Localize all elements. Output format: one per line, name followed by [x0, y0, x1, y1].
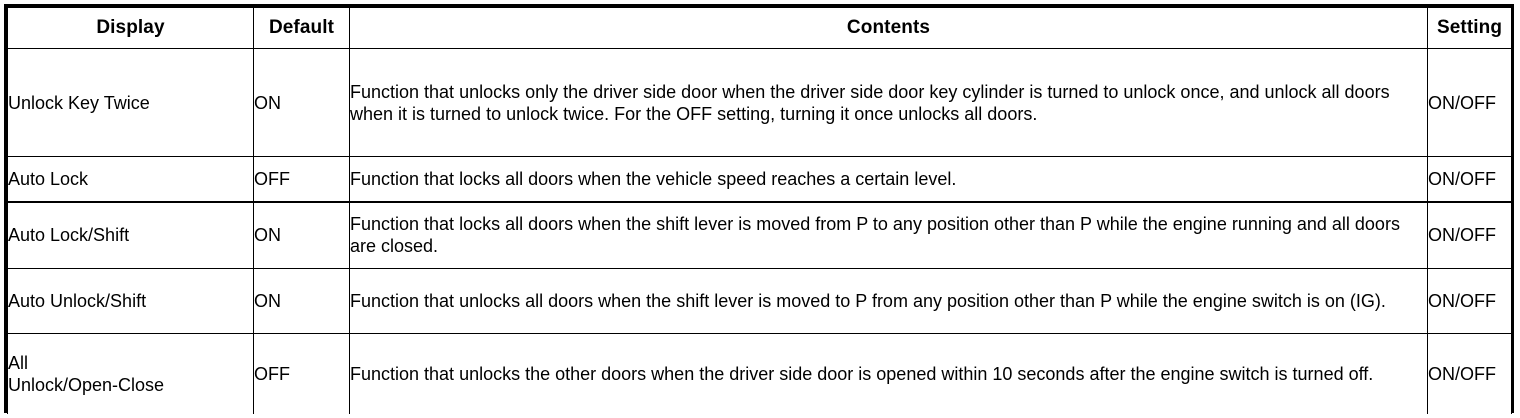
column-header-contents: Contents — [349, 7, 1428, 49]
contents-description-text: Function that unlocks the other doors wh… — [350, 363, 1374, 384]
default-value-text: ON — [254, 92, 281, 113]
cell-default: ON — [253, 268, 350, 334]
display-name-text: Auto Unlock/Shift — [8, 291, 147, 311]
column-header-setting: Setting — [1427, 7, 1512, 49]
table-header: Display Default Contents Setting — [7, 7, 1512, 49]
display-name-text: All Unlock/Open-Close — [8, 352, 165, 395]
cell-default: OFF — [253, 156, 350, 203]
cell-contents: Function that locks all doors when the v… — [349, 156, 1428, 203]
cell-display: Auto Lock/Shift — [7, 201, 254, 269]
table-header-row: Display Default Contents Setting — [7, 7, 1512, 49]
setting-options-text: ON/OFF — [1428, 225, 1496, 246]
table-row: Auto Lock OFF Function that locks all do… — [7, 156, 1512, 203]
display-name-text: Unlock Key Twice — [8, 92, 150, 113]
door-lock-settings-table: Display Default Contents Setting Unlock … — [7, 7, 1512, 414]
cell-setting: ON/OFF — [1427, 268, 1512, 334]
table-row: Auto Unlock/Shift ON Function that unloc… — [7, 268, 1512, 334]
cell-display: Unlock Key Twice — [7, 48, 254, 157]
cell-default: ON — [253, 48, 350, 157]
cell-setting: ON/OFF — [1427, 156, 1512, 203]
cell-setting: ON/OFF — [1427, 48, 1512, 157]
default-value-text: OFF — [254, 363, 290, 384]
cell-contents: Function that unlocks the other doors wh… — [349, 333, 1428, 414]
setting-options-text: ON/OFF — [1428, 168, 1496, 189]
cell-setting: ON/OFF — [1427, 333, 1512, 414]
cell-setting: ON/OFF — [1427, 201, 1512, 269]
column-header-display: Display — [7, 7, 254, 49]
table-body: Unlock Key Twice ON Function that unlock… — [7, 48, 1512, 414]
setting-options-text: ON/OFF — [1428, 363, 1496, 384]
display-name-text: Auto Lock/Shift — [8, 225, 130, 246]
cell-display: Auto Unlock/Shift — [7, 268, 254, 334]
table-row: Unlock Key Twice ON Function that unlock… — [7, 48, 1512, 157]
default-value-text: ON — [254, 291, 281, 311]
contents-description-text: Function that locks all doors when the v… — [350, 168, 957, 189]
cell-default: OFF — [253, 333, 350, 414]
contents-description-text: Function that locks all doors when the s… — [350, 214, 1400, 257]
cell-contents: Function that locks all doors when the s… — [349, 201, 1428, 269]
cell-display: Auto Lock — [7, 156, 254, 203]
cell-default: ON — [253, 201, 350, 269]
cell-display: All Unlock/Open-Close — [7, 333, 254, 414]
cell-contents: Function that unlocks only the driver si… — [349, 48, 1428, 157]
contents-description-text: Function that unlocks only the driver si… — [350, 81, 1390, 124]
default-value-text: OFF — [254, 168, 290, 189]
setting-options-text: ON/OFF — [1428, 291, 1496, 311]
contents-description-text: Function that unlocks all doors when the… — [350, 291, 1386, 311]
setting-options-text: ON/OFF — [1428, 92, 1496, 113]
default-value-text: ON — [254, 225, 281, 246]
cell-contents: Function that unlocks all doors when the… — [349, 268, 1428, 334]
table-row: Auto Lock/Shift ON Function that locks a… — [7, 201, 1512, 269]
settings-table-container: Display Default Contents Setting Unlock … — [4, 4, 1514, 414]
column-header-default: Default — [253, 7, 350, 49]
display-name-text: Auto Lock — [8, 168, 89, 189]
table-row: All Unlock/Open-Close OFF Function that … — [7, 333, 1512, 414]
